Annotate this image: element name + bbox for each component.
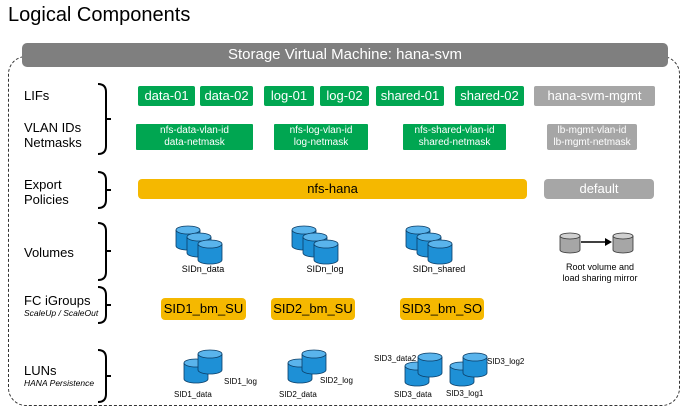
volume-data-label: SIDn_data bbox=[181, 264, 225, 274]
mirror-volume-disk bbox=[612, 232, 634, 254]
vlan-mgmt: lb-mgmt-vlan-id lb-mgmt-netmask bbox=[547, 124, 637, 150]
bracket-igroups bbox=[97, 286, 111, 324]
lif-data-02: data-02 bbox=[200, 86, 253, 106]
row-label-export-line1: Export bbox=[24, 177, 62, 192]
row-label-lifs: LIFs bbox=[24, 88, 50, 103]
igroup-sid1: SID1_bm_SU bbox=[161, 298, 246, 320]
row-label-volumes: Volumes bbox=[24, 245, 74, 260]
row-label-vlan: VLAN IDs Netmasks bbox=[24, 120, 82, 150]
vlan-mgmt-mask: lb-mgmt-netmask bbox=[553, 137, 631, 148]
row-label-vlan-line1: VLAN IDs bbox=[24, 120, 82, 135]
igroup-sid2: SID2_bm_SU bbox=[271, 298, 355, 320]
row-label-luns-sub: HANA Persistence bbox=[24, 378, 95, 388]
vlan-mgmt-id: lb-mgmt-vlan-id bbox=[557, 125, 627, 136]
root-volume-label-line2: load sharing mirror bbox=[562, 273, 638, 283]
lif-shared-01: shared-01 bbox=[376, 86, 444, 106]
bracket-volumes bbox=[97, 222, 111, 281]
volume-log-label: SIDn_log bbox=[306, 264, 344, 274]
lun-sid3-data2-label: SID3_data2 bbox=[374, 354, 417, 363]
volume-shared-stack bbox=[405, 225, 453, 265]
bracket-export bbox=[97, 171, 111, 209]
lun-sid1-log-label: SID1_log bbox=[224, 377, 257, 386]
page-title: Logical Components bbox=[8, 4, 191, 26]
vlan-data: nfs-data-vlan-id data-netmask bbox=[136, 124, 253, 150]
export-policy-default: default bbox=[544, 179, 654, 199]
row-label-igroups-main: FC iGroups bbox=[24, 293, 91, 308]
root-volume-label-line1: Root volume and bbox=[565, 262, 635, 272]
volume-data-stack bbox=[175, 225, 223, 265]
row-label-igroups-sub: ScaleUp / ScaleOut bbox=[24, 308, 99, 318]
vlan-log: nfs-log-vlan-id log-netmask bbox=[274, 124, 368, 150]
root-volume-label: Root volume and load sharing mirror bbox=[550, 262, 650, 284]
lun-sid2-log-disk bbox=[301, 349, 327, 375]
svm-bar: Storage Virtual Machine: hana-svm bbox=[22, 43, 668, 67]
root-volume-disk bbox=[559, 232, 581, 254]
mirror-arrow bbox=[581, 238, 612, 246]
lif-log-02: log-02 bbox=[320, 86, 369, 106]
lun-sid2-data-label: SID2_data bbox=[279, 390, 317, 399]
vlan-data-id: nfs-data-vlan-id bbox=[160, 125, 229, 136]
lif-log-01: log-01 bbox=[264, 86, 314, 106]
vlan-shared-id: nfs-shared-vlan-id bbox=[414, 125, 495, 136]
bracket-luns bbox=[97, 349, 111, 403]
lun-sid3-log2-label: SID3_log2 bbox=[487, 357, 525, 366]
lif-shared-02: shared-02 bbox=[455, 86, 524, 106]
row-label-igroups: FC iGroups ScaleUp / ScaleOut bbox=[24, 293, 98, 319]
vlan-log-id: nfs-log-vlan-id bbox=[289, 125, 353, 136]
export-policy-nfs-hana: nfs-hana bbox=[138, 179, 527, 199]
vlan-shared: nfs-shared-vlan-id shared-netmask bbox=[403, 124, 506, 150]
lif-data-01: data-01 bbox=[138, 86, 195, 106]
vlan-log-mask: log-netmask bbox=[293, 137, 349, 148]
row-label-export-line2: Policies bbox=[24, 192, 69, 207]
igroup-sid3: SID3_bm_SO bbox=[400, 298, 484, 320]
volume-shared-label: SIDn_shared bbox=[412, 264, 466, 274]
vlan-data-mask: data-netmask bbox=[164, 137, 225, 148]
row-label-luns-main: LUNs bbox=[24, 363, 57, 378]
lun-sid3-log2-disk bbox=[462, 352, 488, 378]
lif-hana-svm-mgmt: hana-svm-mgmt bbox=[534, 86, 655, 106]
row-label-luns: LUNs HANA Persistence bbox=[24, 363, 94, 389]
vlan-shared-mask: shared-netmask bbox=[418, 137, 491, 148]
lun-sid1-log-disk bbox=[197, 349, 223, 375]
volume-log-stack bbox=[291, 225, 339, 265]
row-label-vlan-line2: Netmasks bbox=[24, 135, 82, 150]
lun-sid1-data-label: SID1_data bbox=[174, 390, 212, 399]
lun-sid3-data-label: SID3_data bbox=[394, 390, 432, 399]
lun-sid2-log-label: SID2_log bbox=[320, 376, 353, 385]
lun-sid3-log1-label: SID3_log1 bbox=[446, 389, 484, 398]
row-label-export: Export Policies bbox=[24, 177, 69, 207]
bracket-lifs-vlan bbox=[97, 83, 111, 155]
lun-sid3-data2-disk bbox=[417, 352, 443, 378]
